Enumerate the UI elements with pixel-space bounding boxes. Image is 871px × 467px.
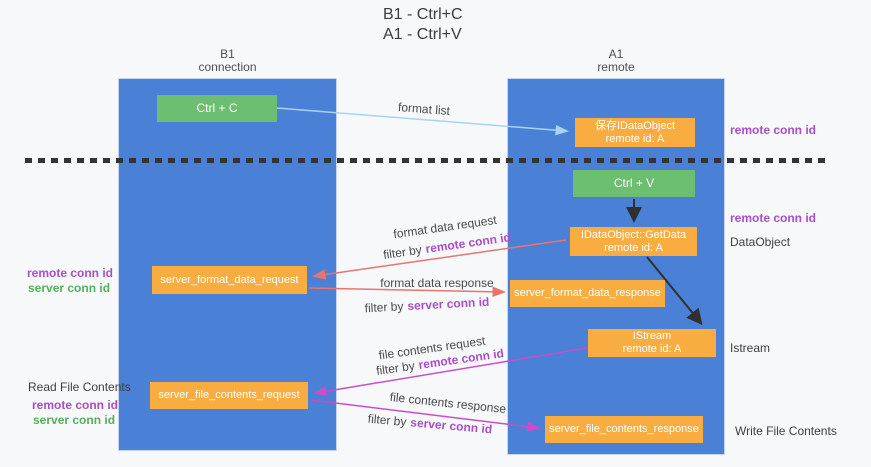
node-save-line1: 保存IDataObject — [594, 119, 676, 132]
annotation-read-file-contents: Read File Contents — [28, 380, 131, 394]
annotation-remote-conn-id-left1: remote conn id — [27, 266, 114, 280]
lifeline-name-a1: A1 — [608, 47, 624, 61]
node-idataobject-getdata: IDataObject::GetData remote id: A — [570, 227, 697, 256]
title-line-1: B1 - Ctrl+C — [383, 6, 463, 23]
annotation-remote-conn-id-top: remote conn id — [730, 123, 817, 137]
file-contents-request-arrow — [313, 347, 588, 397]
annotation-remote-conn-id-mid: remote conn id — [730, 211, 817, 225]
annotation-dataobject: DataObject — [730, 235, 791, 249]
lifeline-name-b1: B1 — [220, 47, 235, 61]
edge-label-format-data-response: format data response — [380, 276, 494, 290]
annotation-server-conn-id-left2: server conn id — [33, 413, 116, 427]
node-istream-line1: IStream — [632, 330, 672, 342]
annotation-write-file-contents: Write File Contents — [735, 424, 837, 438]
node-file-req-label: server_file_contents_request — [158, 389, 300, 401]
node-fmt-req-label: server_format_data_request — [160, 273, 299, 286]
lifeline-subtitle-a1: remote — [597, 60, 635, 74]
phase-divider — [25, 158, 828, 163]
node-ctrl-c-label: Ctrl + C — [196, 101, 238, 115]
node-server-format-data-request: server_format_data_request — [152, 266, 307, 294]
title-line-2: A1 - Ctrl+V — [383, 26, 462, 43]
node-ctrl-c: Ctrl + C — [157, 95, 277, 122]
node-save-idataobject: 保存IDataObject remote id: A — [575, 118, 695, 147]
node-istream-line2: remote id: A — [622, 343, 682, 355]
node-file-res-label: server_file_contents_response — [549, 423, 699, 435]
diagram-title: B1 - Ctrl+C A1 - Ctrl+V — [383, 5, 463, 45]
lifeline-subtitle-b1: connection — [198, 60, 257, 74]
node-getdata-line2: remote id: A — [604, 241, 663, 254]
filter-by-text: filter by — [364, 299, 404, 316]
format-data-response-arrow — [308, 286, 506, 298]
annotation-istream: Istream — [730, 341, 771, 355]
node-istream: IStream remote id: A — [588, 329, 716, 357]
node-server-file-contents-request: server_file_contents_request — [150, 382, 308, 409]
node-server-file-contents-response: server_file_contents_response — [545, 416, 703, 443]
node-ctrl-v: Ctrl + V — [573, 170, 695, 197]
annotation-server-conn-id-left1: server conn id — [28, 281, 111, 295]
node-fmt-res-label: server_format_data_response — [514, 287, 661, 299]
annotation-remote-conn-id-left2: remote conn id — [32, 398, 119, 412]
lifeline-header-a1: A1 remote — [507, 48, 725, 74]
node-ctrl-v-label: Ctrl + V — [613, 176, 655, 190]
node-getdata-line1: IDataObject::GetData — [580, 228, 687, 241]
lifeline-header-b1: B1 connection — [118, 48, 337, 74]
node-save-line2: remote id: A — [605, 132, 665, 145]
file-contents-response-arrow — [310, 399, 541, 432]
format-list-arrow — [276, 107, 569, 136]
format-data-request-arrow — [312, 239, 567, 280]
getdata-to-istream-arrow — [646, 256, 703, 326]
node-server-format-data-response: server_format_data_response — [510, 280, 665, 307]
